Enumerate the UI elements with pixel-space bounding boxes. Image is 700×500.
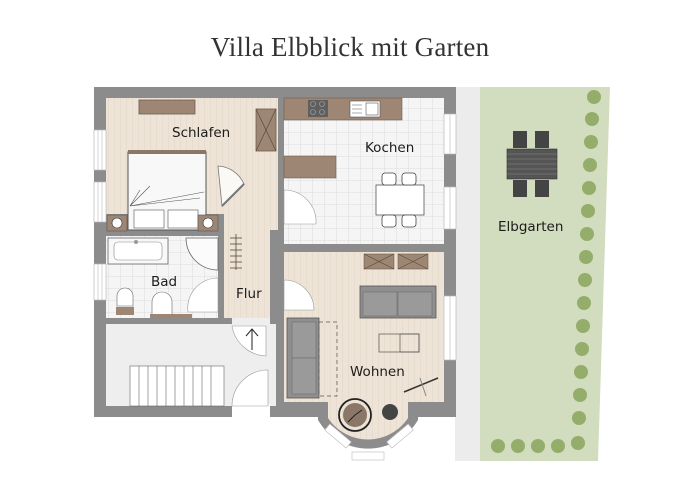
label-flur: Flur	[236, 286, 262, 302]
hedge	[491, 90, 601, 453]
kitchen-sink	[349, 100, 381, 118]
stairs	[129, 365, 225, 407]
sofa-top	[359, 285, 437, 319]
door-schlafen	[217, 165, 245, 207]
door-wohnen	[283, 279, 315, 311]
dining-table	[375, 172, 425, 228]
kitchen-island	[283, 155, 337, 179]
floor-lamp	[403, 377, 439, 397]
stove	[308, 100, 328, 117]
door-front	[231, 369, 269, 407]
door-kochen	[283, 189, 317, 225]
dresser	[138, 99, 196, 115]
kitchen-counter	[283, 97, 403, 121]
entrance-gap	[232, 318, 270, 326]
sofa-left	[286, 317, 320, 399]
wardrobe	[255, 108, 277, 152]
door-bad	[187, 277, 219, 313]
armchair	[338, 398, 372, 432]
front-door-gap	[232, 404, 270, 418]
label-kochen: Kochen	[365, 140, 414, 156]
bathtub	[107, 237, 169, 265]
sink	[150, 291, 192, 318]
shower	[185, 237, 219, 271]
label-schlafen: Schlafen	[172, 125, 230, 141]
toilet	[116, 287, 134, 315]
bed	[127, 150, 207, 231]
bay-windows	[324, 423, 414, 461]
rug	[318, 321, 338, 397]
door-entrance	[231, 325, 267, 357]
label-wohnen: Wohnen	[350, 364, 405, 380]
entrance-arrow-icon	[245, 328, 259, 350]
side-table	[382, 404, 398, 420]
room-flur	[224, 186, 278, 318]
garden-table-set	[506, 131, 558, 197]
label-bad: Bad	[151, 274, 177, 290]
windows-right	[443, 113, 457, 361]
sideboards	[363, 253, 429, 270]
label-elbgarten: Elbgarten	[498, 219, 563, 235]
coat-rack	[230, 234, 242, 270]
windows-left	[93, 129, 107, 301]
coffee-table	[378, 333, 420, 353]
plan-title: Villa Elbblick mit Garten	[210, 32, 490, 62]
nightstands	[106, 214, 219, 232]
